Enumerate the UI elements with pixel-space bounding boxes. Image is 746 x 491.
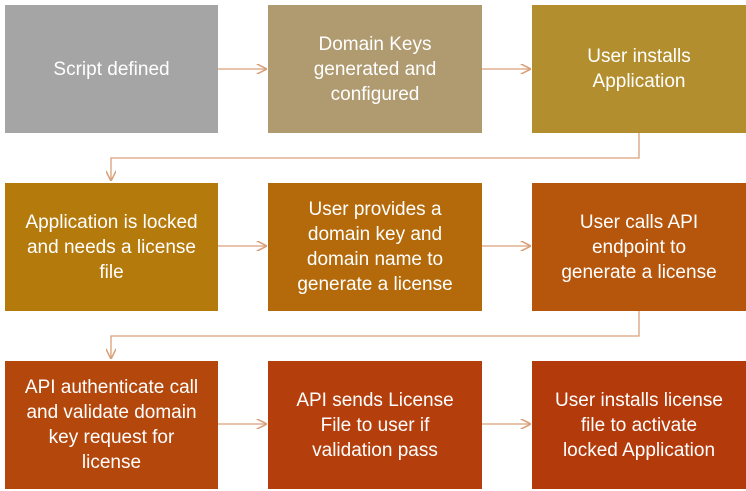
step-label: Domain Keys generated and configured bbox=[313, 33, 437, 105]
step-user-calls-api: User calls API endpoint to generate a li… bbox=[532, 183, 746, 311]
step-script-defined: Script defined bbox=[5, 5, 218, 133]
step-application-locked: Application is locked and needs a licens… bbox=[5, 183, 218, 311]
step-api-sends-license: API sends License File to user if valida… bbox=[268, 361, 482, 489]
arrow-6-to-7 bbox=[111, 311, 640, 358]
step-user-installs-application: User installs Application bbox=[532, 5, 746, 133]
step-label: User installs Application bbox=[587, 46, 691, 92]
step-label: Script defined bbox=[53, 58, 170, 80]
step-label: API authenticate call and validate domai… bbox=[24, 377, 199, 473]
step-user-provides-domain-key: User provides a domain key and domain na… bbox=[268, 183, 482, 311]
arrow-3-to-4 bbox=[111, 133, 640, 180]
step-label: Application is locked and needs a licens… bbox=[25, 211, 198, 283]
step-api-authenticate: API authenticate call and validate domai… bbox=[5, 361, 218, 489]
step-label: API sends License File to user if valida… bbox=[296, 389, 454, 461]
step-label: User provides a domain key and domain na… bbox=[297, 199, 453, 295]
step-domain-keys-generated: Domain Keys generated and configured bbox=[268, 5, 482, 133]
step-label: User calls API endpoint to generate a li… bbox=[561, 211, 717, 283]
step-user-installs-license: User installs license file to activate l… bbox=[532, 361, 746, 489]
step-label: User installs license file to activate l… bbox=[555, 389, 723, 461]
